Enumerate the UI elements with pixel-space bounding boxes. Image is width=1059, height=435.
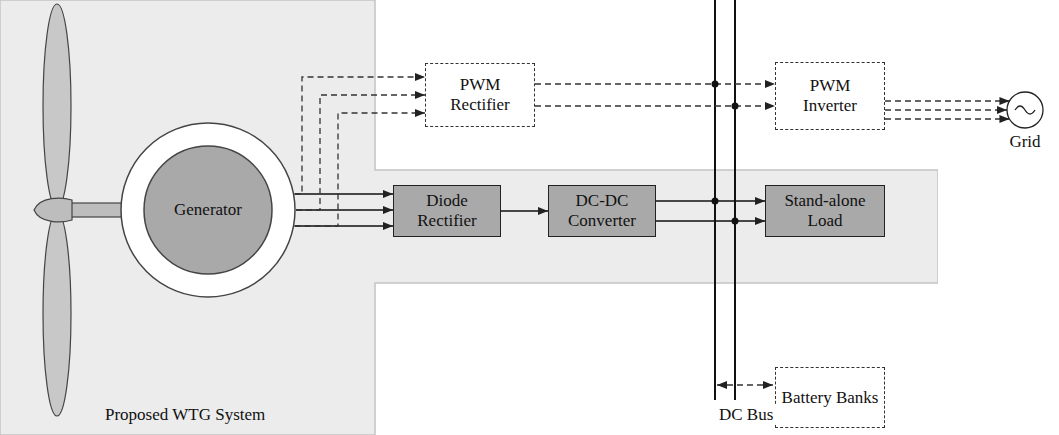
optional-box: Battery Banks [775,367,885,428]
sine-symbol [1015,106,1035,114]
node-label: DC-DC Converter [549,191,655,230]
region-title: Proposed WTG System [100,405,270,425]
wire [656,200,765,202]
junction-dot [732,103,739,110]
region-fill [0,0,938,435]
ac-source-symbol [1003,90,1047,130]
wire [885,109,1007,110]
node-label: Stand-alone Load [766,191,884,230]
junction-dot [732,218,739,225]
process-box: DC-DC Converter [548,185,656,237]
connector [656,198,765,225]
dc-bus-line [734,0,736,400]
wire [535,105,775,106]
connector [501,211,548,212]
blade [43,4,71,208]
hub [34,198,72,222]
node-label: Generator [169,200,247,220]
wire [535,83,775,84]
node-label: Battery Banks [777,388,884,408]
connector [535,81,775,110]
node-label: PWM Rectifier [426,75,534,114]
wire [656,220,765,222]
process-box: Diode Rectifier [393,185,501,237]
wire [295,193,393,195]
wind-turbine [34,4,124,416]
junction-dot [712,198,719,205]
generator-circle: Generator [120,122,296,298]
optional-box: PWM Rectifier [425,63,535,127]
bus-label: DC Bus [716,405,776,425]
junction-dot [712,81,719,88]
wire [885,100,1009,101]
node-label: PWM Inverter [776,76,884,115]
optional-box: PWM Inverter [775,62,885,130]
wire [885,118,1009,119]
source-circle [1007,92,1043,128]
connector [885,101,1009,119]
node-label: Grid [1009,132,1040,152]
grid-symbol: Grid [1003,90,1047,152]
load-box: Stand-alone Load [765,185,885,237]
battery-link [717,384,773,385]
node-label: Diode Rectifier [394,191,500,230]
wire [501,210,548,212]
blade [43,212,71,416]
stator-ring [121,123,295,297]
rotor-disc [144,146,272,274]
